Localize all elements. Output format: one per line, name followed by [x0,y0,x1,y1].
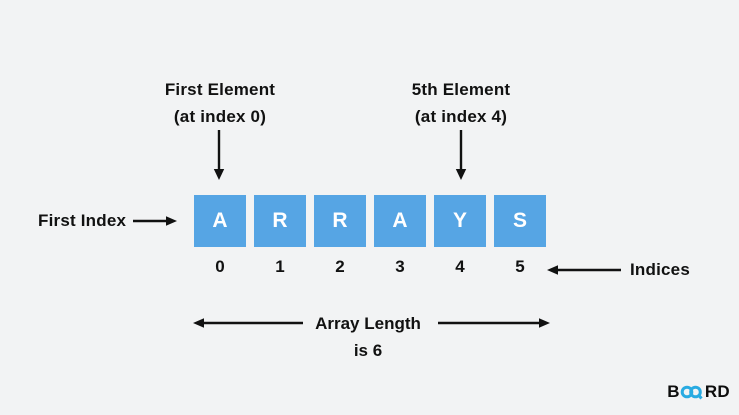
down-arrow-icon [213,130,225,180]
indices-annotation: Indices [547,260,690,280]
array-box-5: S [494,195,546,247]
fifth-element-label-line1: 5th Element [411,80,511,99]
index-numbers: 0 1 2 3 4 5 [194,257,546,277]
array-box-letter: R [332,209,348,232]
first-index-label: First Index [38,211,127,230]
array-length-label-line1: Array Length [315,314,421,333]
index-number-0: 0 [215,257,225,276]
board-logo-suffix: RD [704,382,730,401]
first-element-label-line1: First Element [164,80,276,99]
array-box-2: R [314,195,366,247]
indices-label: Indices [630,260,690,279]
down-arrow-icon [455,130,467,180]
index-number-1: 1 [275,257,285,276]
array-box-letter: R [272,209,288,232]
first-element-label: First Element (at index 0) [120,76,320,130]
array-box-4: Y [434,195,486,247]
array-length-left-arrow-icon [193,318,303,328]
array-box-3: A [374,195,426,247]
fifth-element-label: 5th Element (at index 4) [361,76,561,130]
first-element-label-line2: (at index 0) [173,107,267,126]
array-box-1: R [254,195,306,247]
index-number-4: 4 [455,257,465,276]
left-arrow-icon [547,265,621,275]
array-boxes: A R R A Y S [194,195,546,247]
array-box-letter: A [392,209,408,232]
index-number-3: 3 [395,257,405,276]
board-logo-infinity-icon [680,385,703,400]
array-length-right-arrow-icon [438,318,550,328]
board-logo-prefix: B [667,382,680,401]
array-length-label-line2: is 6 [353,341,383,360]
index-number-2: 2 [335,257,345,276]
board-logo: B RD [667,382,730,402]
array-box-letter: Y [452,209,467,232]
index-number-5: 5 [515,257,525,276]
array-box-0: A [194,195,246,247]
right-arrow-icon [133,216,178,226]
array-box-letter: S [512,209,527,232]
fifth-element-label-line2: (at index 4) [414,107,508,126]
array-length-label: Array Length is 6 [293,310,443,364]
array-box-letter: A [212,209,228,232]
first-index-annotation: First Index [38,208,178,234]
